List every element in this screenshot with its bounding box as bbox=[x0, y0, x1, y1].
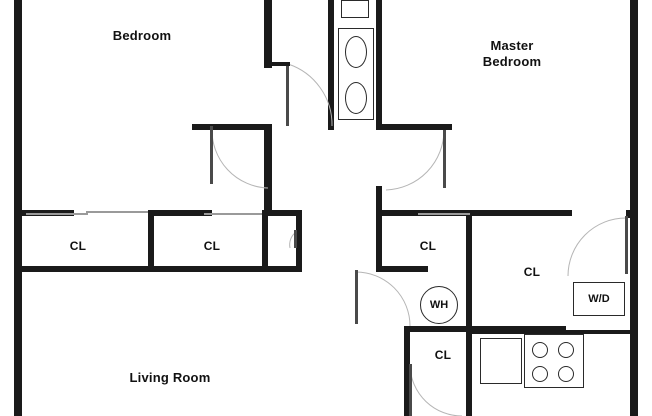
water-heater-label: WH bbox=[429, 299, 449, 311]
door-master-leaf bbox=[443, 128, 446, 188]
wall-exterior-left bbox=[14, 0, 22, 416]
wall-hallcloset-left bbox=[376, 210, 382, 272]
wall-closet-mid-top bbox=[148, 210, 212, 216]
closet-shelf-left-outer bbox=[86, 211, 148, 213]
room-label-living-room: Living Room bbox=[129, 370, 211, 385]
closet-rod-hall bbox=[418, 213, 470, 215]
closet-label-left-second: CL bbox=[203, 239, 221, 253]
door-lower-closet-leaf bbox=[409, 364, 412, 416]
closet-rod-mid bbox=[204, 213, 262, 215]
jamb-bedroom-door bbox=[272, 62, 290, 66]
wall-closet-band-bottom bbox=[22, 266, 302, 272]
sink-fixture bbox=[341, 0, 369, 18]
closet-rod-left bbox=[26, 213, 88, 215]
wall-hallcloset-right bbox=[466, 210, 472, 272]
wall-bath-right bbox=[376, 0, 382, 130]
stove-burner-top-right bbox=[558, 342, 574, 358]
room-label-bedroom: Bedroom bbox=[112, 28, 172, 43]
washer-dryer-icon: W/D bbox=[573, 282, 625, 316]
wall-master-closet-top bbox=[466, 210, 572, 216]
water-heater-icon: WH bbox=[420, 286, 458, 324]
door-master-closet-leaf bbox=[625, 216, 628, 274]
wall-kitchen-top bbox=[472, 330, 632, 334]
door-closet-small-leaf bbox=[294, 230, 297, 248]
door-utility-leaf bbox=[355, 270, 358, 324]
closet-label-lower: CL bbox=[434, 348, 452, 362]
wall-closet-right-end bbox=[262, 210, 268, 272]
door-bedroom-double-left-leaf bbox=[210, 126, 213, 184]
room-label-master-bedroom: Master Bedroom bbox=[482, 38, 542, 69]
wall-closet-divider-left bbox=[148, 210, 154, 272]
wall-bath-bottom-right bbox=[376, 124, 452, 130]
bathtub-basin-upper bbox=[345, 36, 367, 68]
closet-label-left: CL bbox=[69, 239, 87, 253]
wall-closet-right-outer bbox=[296, 210, 302, 272]
wall-hall-right bbox=[376, 186, 382, 220]
door-bedroom-leaf bbox=[286, 62, 289, 126]
stove-burner-bottom-right bbox=[558, 366, 574, 382]
wall-utility-left bbox=[404, 326, 410, 416]
wall-bath-left bbox=[328, 0, 334, 130]
stove-burner-bottom-left bbox=[532, 366, 548, 382]
kitchen-sink-fixture bbox=[480, 338, 522, 384]
bathtub-basin-lower bbox=[345, 82, 367, 114]
stove-fixture bbox=[524, 334, 584, 388]
wall-bedroom-right bbox=[264, 0, 272, 68]
stove-burner-top-left bbox=[532, 342, 548, 358]
wall-closet-top-right-stub bbox=[262, 210, 302, 216]
wall-bath-bottom-left bbox=[192, 124, 272, 130]
closet-label-hall: CL bbox=[419, 239, 437, 253]
wall-exterior-right bbox=[630, 0, 638, 416]
wall-master-closet-right bbox=[626, 210, 632, 218]
wall-utility-right bbox=[466, 266, 472, 416]
wall-bedroom-right-lower bbox=[264, 128, 272, 216]
wall-utility-top bbox=[404, 326, 472, 332]
closet-label-master: CL bbox=[523, 265, 541, 279]
wall-hallcloset-bottom bbox=[376, 266, 428, 272]
washer-dryer-label: W/D bbox=[588, 293, 610, 305]
wall-master-closet-bottom bbox=[466, 326, 566, 332]
jamb-master-door bbox=[430, 126, 452, 130]
